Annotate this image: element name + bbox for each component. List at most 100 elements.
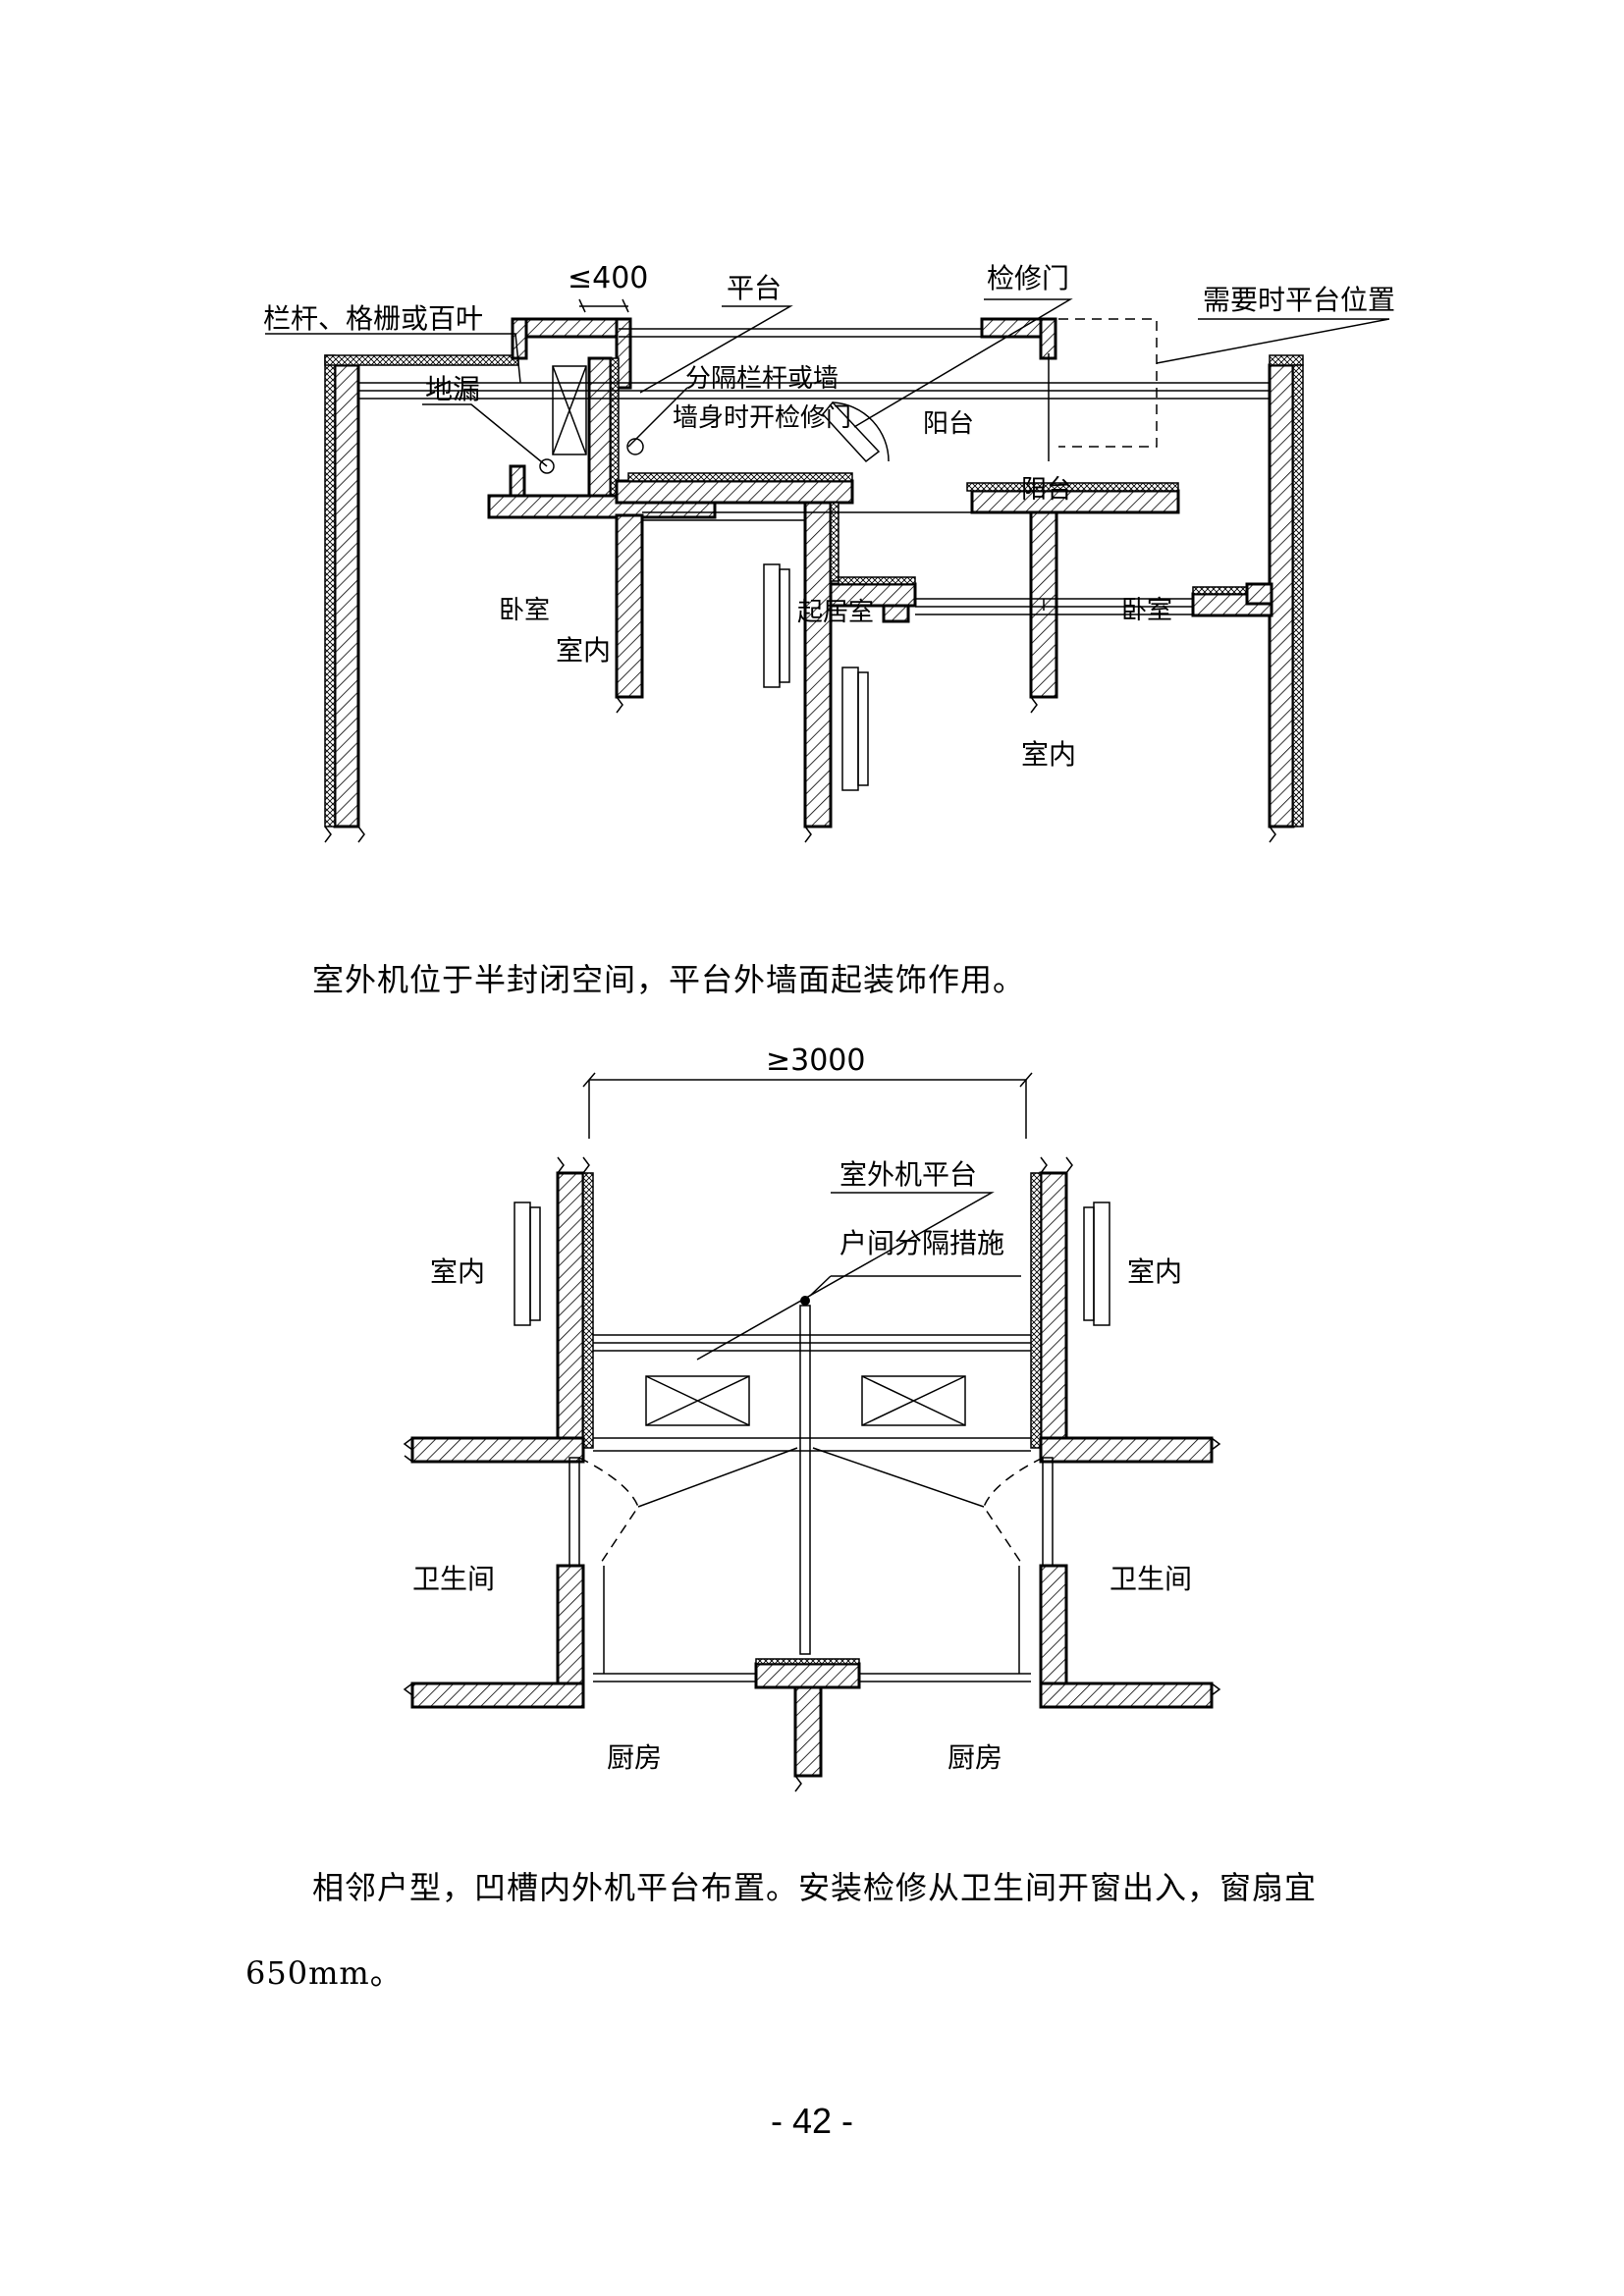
- ac-indoor-unit: [857, 671, 869, 786]
- louver: [552, 365, 587, 455]
- break-mark: [616, 696, 623, 714]
- ac-indoor-unit-right: [1093, 1201, 1110, 1326]
- insulation-strip: [324, 354, 336, 828]
- break-mark: [403, 1437, 413, 1463]
- platform-edge: [593, 1334, 1031, 1352]
- wall-center-top: [754, 1662, 861, 1689]
- wall-stub: [882, 604, 910, 623]
- insulation-strip: [966, 482, 1179, 492]
- caption-figure-2-line-1: 相邻户型，凹槽内外机平台布置。安装检修从卫生间开窗出入，窗扇宜: [312, 1869, 1318, 1906]
- separation-pole: [799, 1305, 811, 1655]
- break-mark: [557, 1156, 590, 1174]
- pole-top: [800, 1296, 810, 1306]
- label-indoor: 室内: [1021, 738, 1076, 771]
- caption-figure-1: 室外机位于半封闭空间，平台外墙面起装饰作用。: [312, 961, 1026, 998]
- access-path: [637, 1447, 985, 1508]
- outdoor-unit-right: [861, 1375, 966, 1426]
- insulation-strip: [324, 354, 519, 366]
- platform-slab-edge: [509, 464, 526, 498]
- label-living-room: 起居室: [797, 598, 874, 627]
- window-lines: [642, 511, 972, 521]
- leader-railing: [265, 333, 521, 384]
- drain-icon: [626, 438, 644, 455]
- label-bathroom-right: 卫生间: [1110, 1563, 1192, 1595]
- floor-drain-icon: [539, 458, 555, 474]
- label-platform: 平台: [727, 272, 782, 304]
- door-swing: [832, 401, 890, 462]
- balcony-slab-right: [970, 489, 1180, 514]
- leader-platform: [639, 305, 793, 394]
- window-swing-right: [983, 1457, 1044, 1567]
- dimension-tick: [578, 298, 629, 313]
- wall-right-outer: [1268, 363, 1295, 828]
- wall-living-left: [803, 501, 833, 828]
- wall-bedroom-right: [615, 513, 644, 699]
- insulation-strip: [627, 472, 853, 482]
- dimension-tick: [582, 1072, 1033, 1088]
- ac-indoor-unit: [763, 563, 781, 688]
- leader-access-door: [853, 298, 1073, 428]
- figure-1-plan: ≤400 栏杆、格栅或百叶 平台 检修门 需要时平台位置 地漏 分隔栏杆或墙 墙…: [263, 261, 1395, 843]
- ac-indoor-unit: [841, 667, 859, 791]
- balcony-slab: [615, 479, 854, 505]
- platform-parapet: [511, 317, 632, 339]
- label-kitchen-left: 厨房: [607, 1741, 662, 1774]
- insulation-strip: [1269, 354, 1304, 366]
- dimension-extension: [588, 1080, 1027, 1139]
- ac-indoor-unit-left: [514, 1201, 531, 1326]
- break-mark: [357, 826, 365, 843]
- platform-parapet-side: [511, 317, 528, 360]
- dimension-ge3000: ≥3000: [766, 1043, 865, 1078]
- wall-center-stem: [793, 1685, 823, 1778]
- wall-right-upper: [1039, 1171, 1068, 1440]
- wall-right-lower: [1039, 1564, 1068, 1685]
- label-kitchen-right: 厨房: [947, 1741, 1002, 1774]
- bathroom-window-left: [568, 1457, 580, 1567]
- bathroom-window-right: [1042, 1457, 1054, 1567]
- insulation-strip: [830, 502, 839, 582]
- label-bedroom: 卧室: [1121, 596, 1172, 625]
- label-access-door: 检修门: [987, 262, 1069, 294]
- insulation-strip: [838, 576, 916, 585]
- break-mark: [324, 826, 332, 843]
- insulation-strip: [610, 357, 620, 497]
- leader-floor-drain: [422, 403, 548, 467]
- break-mark: [1040, 1156, 1073, 1174]
- label-bathroom-left: 卫生间: [412, 1563, 495, 1595]
- label-partition: 分隔栏杆或墙: [685, 364, 839, 394]
- wall-right-horizontal: [1039, 1436, 1214, 1464]
- wall-left-upper: [556, 1171, 585, 1440]
- railing-lines: [619, 328, 982, 338]
- break-mark: [804, 826, 812, 843]
- wall-left-horizontal: [410, 1436, 585, 1464]
- label-ac-platform: 室外机平台: [839, 1158, 977, 1191]
- ac-indoor-unit-left: [529, 1206, 541, 1321]
- break-mark: [403, 1682, 413, 1696]
- label-unit-separation: 户间分隔措施: [839, 1227, 1004, 1259]
- insulation-strip: [1030, 1172, 1042, 1449]
- wall-left-lower: [556, 1564, 585, 1685]
- label-indoor-right: 室内: [1127, 1255, 1182, 1288]
- label-balcony: 阳台: [1021, 475, 1072, 505]
- wall-stub-right: [1245, 582, 1273, 606]
- wall-left-outer: [333, 363, 360, 828]
- label-platform-when-needed: 需要时平台位置: [1203, 284, 1395, 316]
- leader-separation: [809, 1275, 1021, 1297]
- figure-2-plan: ≥3000: [403, 1043, 1221, 1792]
- insulation-strip: [582, 1172, 594, 1449]
- leader-partition: [627, 387, 688, 448]
- break-mark: [1030, 696, 1038, 714]
- leader-ac-platform: [696, 1192, 995, 1361]
- insulation-strip: [755, 1658, 860, 1665]
- dimension-le400: ≤400: [568, 261, 648, 295]
- wall-left-bottom: [410, 1682, 585, 1709]
- label-railing: 栏杆、格栅或百叶: [263, 302, 483, 335]
- window-swing-left: [578, 1457, 639, 1567]
- ac-indoor-unit: [779, 568, 790, 683]
- label-bedroom: 卧室: [499, 596, 550, 625]
- caption-figure-2-line-2: 650mm。: [245, 1954, 403, 1992]
- wall-right-bottom: [1039, 1682, 1214, 1709]
- break-mark: [1269, 826, 1276, 843]
- break-mark: [1211, 1437, 1221, 1451]
- leader-platform-position: [1156, 318, 1390, 364]
